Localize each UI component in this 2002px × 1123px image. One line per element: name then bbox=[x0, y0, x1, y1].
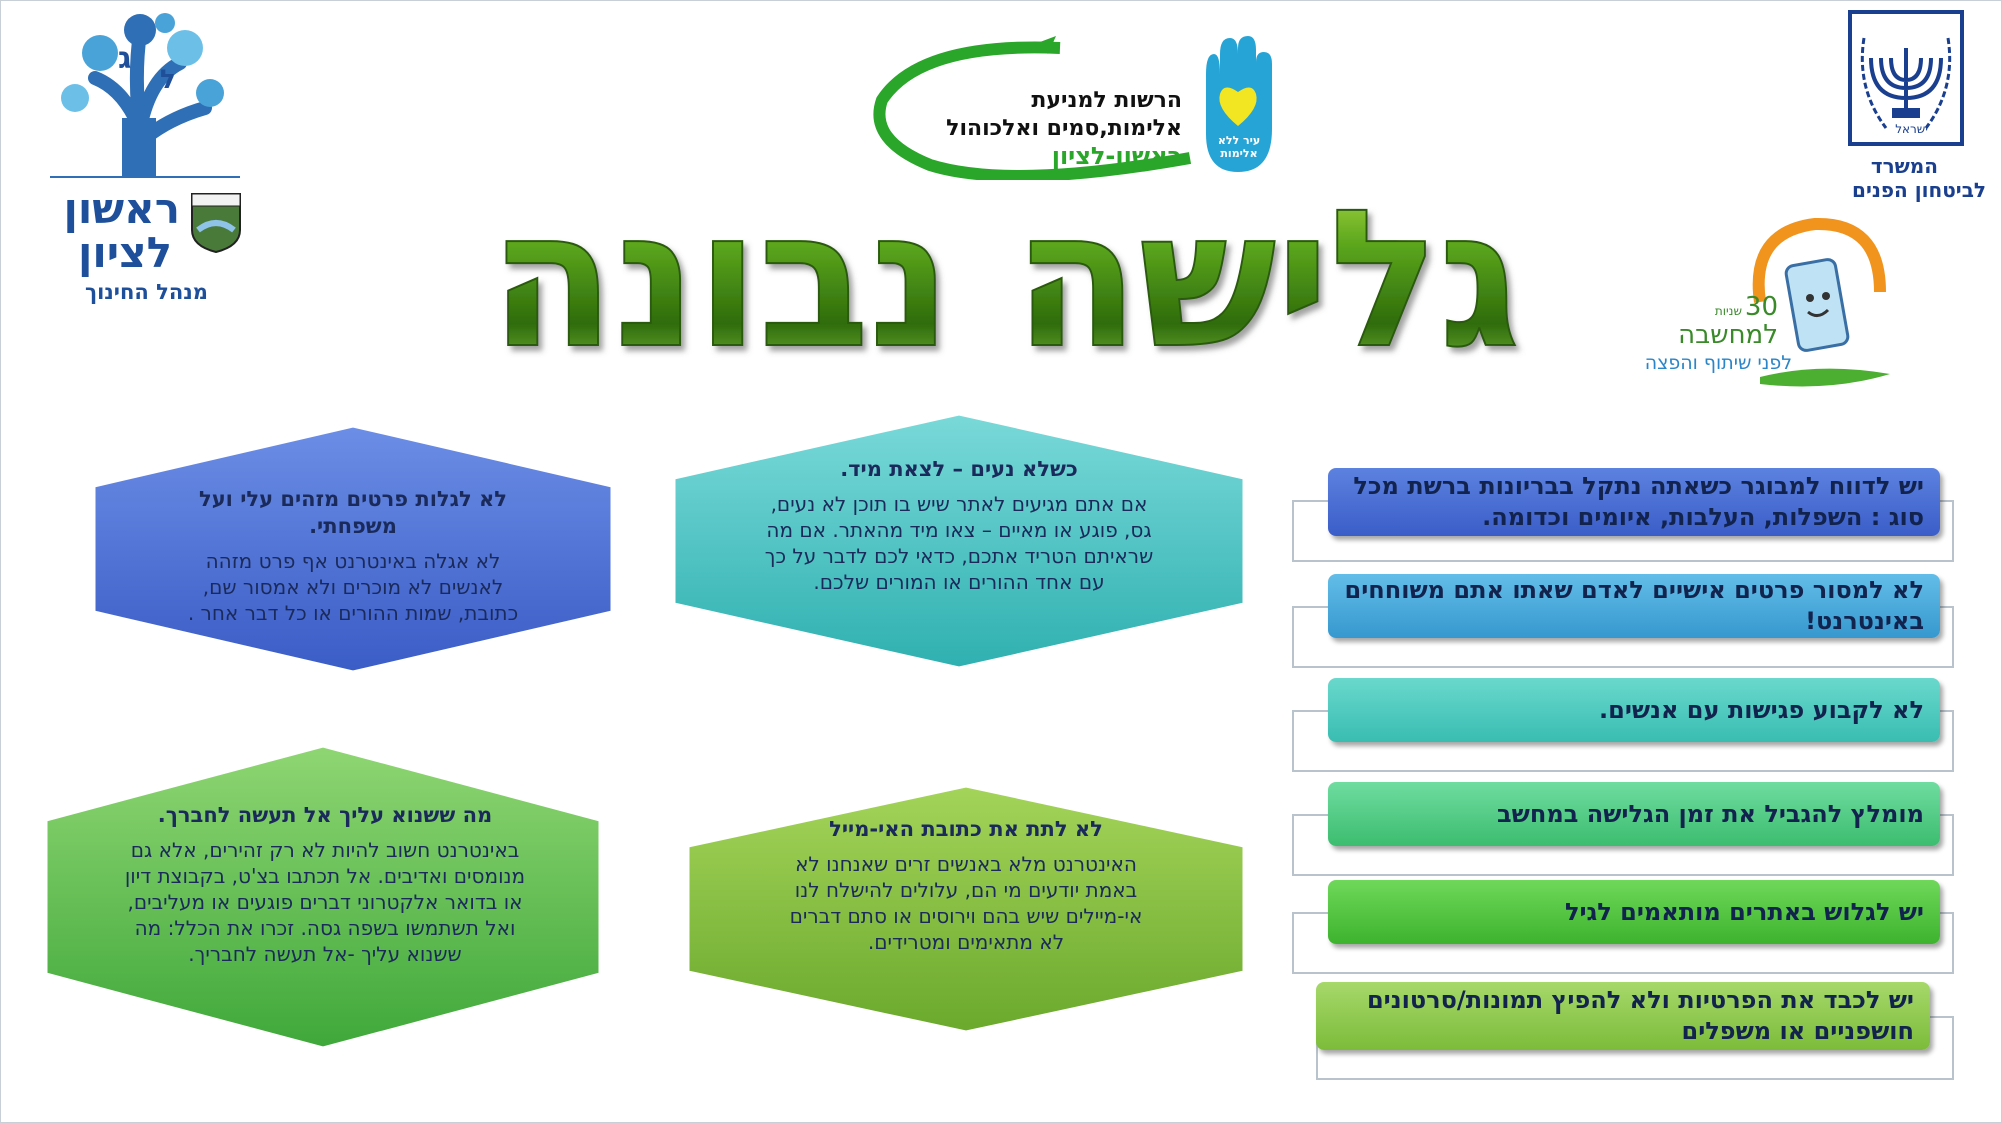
ministry-logo: ישראל המשרד לביטחון הפנים bbox=[1818, 8, 1998, 202]
page-title: גלישה נבונה bbox=[490, 180, 1520, 390]
swoosh-icon bbox=[873, 36, 1192, 180]
tree-icon: ג ל bbox=[61, 13, 224, 178]
campaign-line1: למחשבה bbox=[1678, 320, 1778, 350]
hexagon-personal-details-body: לא אגלה באינטרנט אף פרט מזהה לאנשים לא מ… bbox=[187, 549, 519, 625]
campaign-logo: 30 שניות למחשבה לפני שיתוף והפצה bbox=[1640, 212, 1900, 402]
tip-age-appropriate-text: יש לגלוש באתרים מותאמים לגיל bbox=[1564, 897, 1924, 926]
menorah-emblem-icon bbox=[1848, 10, 1964, 146]
tip-respect-privacy-text: יש לכבד את הפרטיות ולא להפיץ תמונות/סרטו… bbox=[1366, 986, 1914, 1045]
ministry-line2: לביטחון הפנים bbox=[1852, 178, 1986, 202]
tip-respect-privacy: יש לכבד את הפרטיות ולא להפיץ תמונות/סרטו… bbox=[1292, 980, 1954, 1084]
rishon-logo: ג ל ראשון לציון מנהל החינוך bbox=[40, 8, 250, 308]
hexagon-personal-details: לא לגלות פרטים מזהים עלי ועל משפחתי. לא … bbox=[92, 424, 614, 674]
tip-report-bullying: יש לדווח למבוגר כשאתה נתקל בבריונות ברשת… bbox=[1292, 466, 1954, 566]
hexagon-golden-rule-title: מה ששנוא עליך אל תעשה לחברך. bbox=[157, 803, 493, 827]
tip-limit-time-text: מומלץ להגביל את זמן הגלישה במחשב bbox=[1497, 799, 1924, 828]
svg-text:ל: ל bbox=[160, 65, 176, 95]
rishon-line1: ראשון bbox=[63, 184, 180, 233]
city-emblem-icon bbox=[191, 193, 241, 254]
tip-report-bullying-text: יש לדווח למבוגר כשאתה נתקל בבריונות ברשת… bbox=[1353, 472, 1924, 531]
authority-logo: הרשות למניעת אלימות,סמים ואלכוהול ראשון-… bbox=[860, 30, 1300, 180]
hexagon-golden-rule-body: באינטרנט חשוב להיות לא רק זהירים, אלא גם… bbox=[124, 838, 526, 966]
tip-no-meetings: לא לקבוע פגישות עם אנשים. bbox=[1292, 676, 1954, 776]
phone-character-icon bbox=[1752, 217, 1890, 387]
tip-no-meetings-text: לא לקבוע פגישות עם אנשים. bbox=[1598, 695, 1924, 724]
svg-text:ג: ג bbox=[118, 41, 131, 76]
campaign-number: 30 bbox=[1744, 292, 1778, 322]
hexagon-leave-immediately: כשלא נעים – לצאת מיד. אם אתם מגיעים לאתר… bbox=[672, 412, 1246, 670]
authority-line2: אלימות,סמים ואלכוהול bbox=[946, 116, 1182, 141]
authority-line1: הרשות למניעת bbox=[1031, 88, 1182, 113]
hexagon-email-address-title: לא לתת את כתובת האי-מייל bbox=[829, 817, 1103, 841]
campaign-line2: לפני שיתוף והפצה bbox=[1644, 352, 1792, 374]
tip-personal-details: לא למסור פרטים אישיים לאדם שאתו אתם משוח… bbox=[1292, 572, 1954, 672]
hexagon-email-address-body: האינטרנט מלא באנשים זרים שאנחנו לא באמת … bbox=[789, 852, 1143, 954]
hexagon-leave-immediately-title: כשלא נעים – לצאת מיד. bbox=[840, 457, 1078, 481]
hexagon-email-address: לא לתת את כתובת האי-מייל האינטרנט מלא בא… bbox=[686, 784, 1246, 1034]
ministry-seal-text: ישראל bbox=[1895, 122, 1928, 136]
tip-limit-time: מומלץ להגביל את זמן הגלישה במחשב bbox=[1292, 780, 1954, 880]
authority-badge: עיר ללא אלימות bbox=[1217, 134, 1261, 160]
hand-heart-icon bbox=[1206, 36, 1272, 172]
ministry-line1: המשרד bbox=[1870, 154, 1938, 178]
hexagon-leave-immediately-body: אם אתם מגיעים לאתר שיש בו תוכן לא נעים, … bbox=[764, 492, 1154, 594]
tip-age-appropriate: יש לגלוש באתרים מותאמים לגיל bbox=[1292, 878, 1954, 978]
education-department: מנהל החינוך bbox=[84, 280, 208, 304]
campaign-years: שניות bbox=[1714, 304, 1742, 318]
page-title-graphic: גלישה נבונה bbox=[489, 180, 1521, 390]
hexagon-golden-rule: מה ששנוא עליך אל תעשה לחברך. באינטרנט חש… bbox=[44, 744, 602, 1050]
rishon-line2: לציון bbox=[77, 228, 172, 277]
tip-personal-details-text: לא למסור פרטים אישיים לאדם שאתו אתם משוח… bbox=[1344, 576, 1924, 635]
hexagon-personal-details-title: לא לגלות פרטים מזהים עלי ועל משפחתי. bbox=[198, 487, 508, 538]
authority-line3: ראשון-לציון bbox=[1051, 142, 1182, 170]
